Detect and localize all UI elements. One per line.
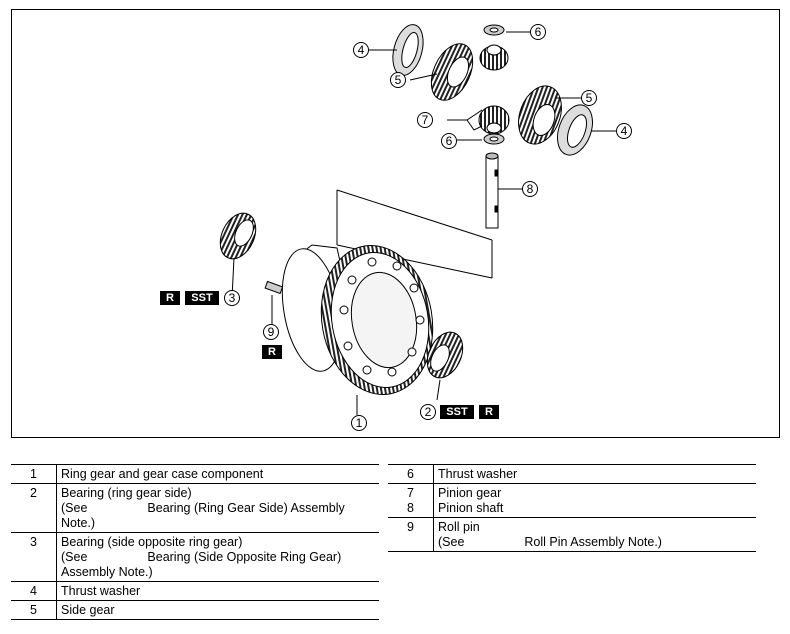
- callouts: [224, 24, 632, 431]
- callout-3: [224, 290, 240, 306]
- thrust-washer-lower: [557, 104, 593, 156]
- part-number: 9: [388, 517, 434, 552]
- callout-label-9: 9: [268, 325, 275, 339]
- reference-link[interactable]: Roll Pin Assembly Note.): [524, 535, 662, 549]
- see-text: (See: [61, 501, 88, 515]
- r-badge-roll-pin: R: [262, 345, 282, 359]
- callout-4-upper: [353, 42, 369, 58]
- callout-2: [420, 404, 436, 420]
- r-badge-bearing-3: R: [160, 291, 180, 305]
- callout-7: [417, 112, 433, 128]
- callout-6-lower: [441, 133, 457, 149]
- thrust-washer-small-upper: [483, 24, 505, 36]
- part-name: Pinion gear: [438, 486, 502, 500]
- reference-note: Note.): [61, 516, 96, 530]
- table-row: 1 Ring gear and gear case component: [11, 464, 379, 484]
- thrust-washer-upper: [392, 24, 424, 76]
- part-number: 1: [11, 464, 57, 484]
- callout-4-lower: [616, 123, 632, 139]
- pinion-gear-lower: [478, 105, 510, 135]
- callout-6-upper: [530, 24, 546, 40]
- exploded-view-diagram: 1 2 3 4 4 5 5 6 6 7 8 9 R SST R SST R: [11, 9, 780, 438]
- table-row: 3 Bearing (side opposite ring gear) (See…: [11, 532, 379, 582]
- table-row: 2 Bearing (ring gear side) (See Bearing (…: [11, 483, 379, 533]
- thrust-washer-small-lower: [483, 133, 505, 145]
- callout-label-4-upper: 4: [358, 43, 365, 57]
- table-row: 6 Thrust washer: [388, 464, 756, 484]
- callout-label-1: 1: [356, 416, 363, 430]
- part-name: Thrust washer: [433, 464, 756, 484]
- part-number: 8: [407, 501, 414, 515]
- r-badge-bearing-2: R: [479, 405, 499, 419]
- part-name: Bearing (ring gear side): [61, 486, 192, 500]
- callout-label-6-upper: 6: [535, 25, 542, 39]
- part-name: Bearing (side opposite ring gear): [61, 535, 243, 549]
- table-row: 4 Thrust washer: [11, 581, 379, 601]
- callout-5-upper: [390, 72, 406, 88]
- callout-label-8: 8: [527, 182, 534, 196]
- side-gear-lower: [518, 85, 562, 145]
- part-number: 7: [407, 486, 414, 500]
- callout-label-5-upper: 5: [395, 73, 402, 87]
- callout-9: [263, 324, 279, 340]
- bearing-opposite-ring-gear: [219, 212, 257, 260]
- bearing-ring-gear-side: [426, 331, 464, 379]
- part-name: Pinion shaft: [438, 501, 504, 515]
- reference-link[interactable]: Bearing (Side Opposite Ring Gear): [147, 550, 342, 564]
- part-name: Ring gear and gear case component: [56, 464, 379, 484]
- parts-table-left: 1 Ring gear and gear case component 2 Be…: [11, 464, 379, 620]
- callout-label-5-lower: 5: [586, 91, 593, 105]
- part-number: 3: [11, 532, 57, 582]
- callout-label-6-lower: 6: [446, 134, 453, 148]
- table-row: 5 Side gear: [11, 600, 379, 620]
- part-name: Side gear: [56, 600, 379, 620]
- see-text: (See: [61, 550, 88, 564]
- sst-badge-bearing-3: SST: [185, 291, 219, 305]
- part-name: Roll pin: [438, 520, 480, 534]
- part-name: Thrust washer: [56, 581, 379, 601]
- reference-link[interactable]: Bearing (Ring Gear Side) Assembly: [147, 501, 345, 515]
- side-gear-upper: [430, 43, 474, 101]
- part-number: 2: [11, 483, 57, 533]
- part-number: 5: [11, 600, 57, 620]
- pinion-shaft: [485, 152, 499, 229]
- callout-1: [351, 415, 367, 431]
- parts-table-right: 6 Thrust washer 7 8 Pinion gear Pinion s…: [388, 464, 756, 552]
- part-number: 6: [388, 464, 434, 484]
- ring-gear-case: [281, 244, 434, 395]
- callout-label-7: 7: [422, 113, 429, 127]
- callout-label-2: 2: [425, 405, 432, 419]
- sst-badge-bearing-2: SST: [440, 405, 474, 419]
- callout-5-lower: [581, 90, 597, 106]
- callout-label-4-lower: 4: [621, 124, 628, 138]
- diagram-canvas: 1 2 3 4 4 5 5 6 6 7 8 9: [219, 24, 632, 431]
- roll-pin: [264, 280, 284, 295]
- pinion-gear-upper: [479, 44, 509, 71]
- reference-note: Assembly Note.): [61, 565, 153, 579]
- part-number: 4: [11, 581, 57, 601]
- table-row: 9 Roll pin (See Roll Pin Assembly Note.): [388, 517, 756, 552]
- table-row: 7 8 Pinion gear Pinion shaft: [388, 483, 756, 518]
- callout-label-3: 3: [229, 291, 236, 305]
- see-text: (See: [438, 535, 465, 549]
- callout-8: [522, 181, 538, 197]
